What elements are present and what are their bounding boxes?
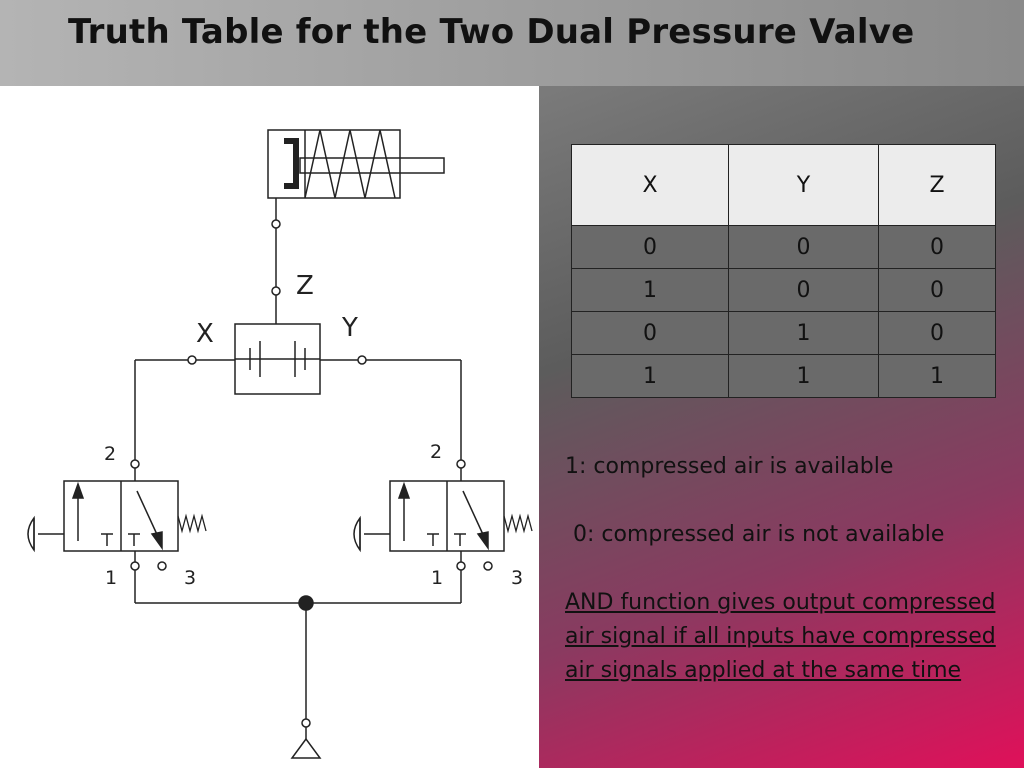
cylinder-symbol <box>267 129 445 199</box>
truth-table: X Y Z 0 0 0 1 0 0 0 1 0 1 1 1 <box>571 144 996 398</box>
cell-z: 0 <box>878 311 996 355</box>
pneumatic-circuit-diagram: Z X Y 2 1 3 2 1 3 <box>0 86 539 768</box>
header-x: X <box>571 144 729 226</box>
air-source-icon <box>290 737 322 759</box>
cell-z: 1 <box>878 354 996 398</box>
circuit-svg: Z X Y 2 1 3 2 1 3 <box>27 129 533 759</box>
label-y: Y <box>341 313 358 343</box>
left-valve-port-3 <box>157 561 167 571</box>
note-available: 1: compressed air is available <box>565 454 894 479</box>
left-valve-port-2 <box>130 459 140 469</box>
note-not-available: 0: compressed air is not available <box>573 522 945 547</box>
cell-z: 0 <box>878 268 996 312</box>
cell-y: 0 <box>728 225 879 269</box>
cell-x: 1 <box>571 354 729 398</box>
left-3-2-valve <box>27 480 207 553</box>
cylinder-port <box>271 219 281 229</box>
dual-pressure-valve <box>234 323 321 395</box>
label-right-port-2: 2 <box>430 441 442 463</box>
table-row: 0 0 0 <box>571 225 996 269</box>
label-left-port-2: 2 <box>104 443 116 465</box>
right-valve-port-3 <box>483 561 493 571</box>
cell-y: 1 <box>728 354 879 398</box>
label-right-port-3: 3 <box>511 567 523 589</box>
table-row: 1 1 1 <box>571 354 996 398</box>
left-valve-port-1 <box>130 561 140 571</box>
y-port <box>357 355 367 365</box>
label-left-port-1: 1 <box>105 567 117 589</box>
header-z: Z <box>878 144 996 226</box>
table-row: 1 0 0 <box>571 268 996 312</box>
cell-x: 1 <box>571 268 729 312</box>
slide-title: Truth Table for the Two Dual Pressure Va… <box>68 12 915 52</box>
right-valve-port-2 <box>456 459 466 469</box>
cell-x: 0 <box>571 225 729 269</box>
label-x: X <box>196 319 214 349</box>
supply-port <box>301 718 311 728</box>
and-function-description: AND function gives output compressed air… <box>565 590 996 683</box>
table-row: 0 1 0 <box>571 311 996 355</box>
cell-y: 1 <box>728 311 879 355</box>
z-port <box>271 286 281 296</box>
title-bar: Truth Table for the Two Dual Pressure Va… <box>0 0 1024 86</box>
label-right-port-1: 1 <box>431 567 443 589</box>
right-3-2-valve <box>353 480 533 553</box>
truth-table-header-row: X Y Z <box>571 144 996 226</box>
header-y: Y <box>728 144 879 226</box>
x-port <box>187 355 197 365</box>
label-left-port-3: 3 <box>184 567 196 589</box>
cell-x: 0 <box>571 311 729 355</box>
cell-z: 0 <box>878 225 996 269</box>
label-z: Z <box>296 271 314 301</box>
right-valve-port-1 <box>456 561 466 571</box>
cell-y: 0 <box>728 268 879 312</box>
